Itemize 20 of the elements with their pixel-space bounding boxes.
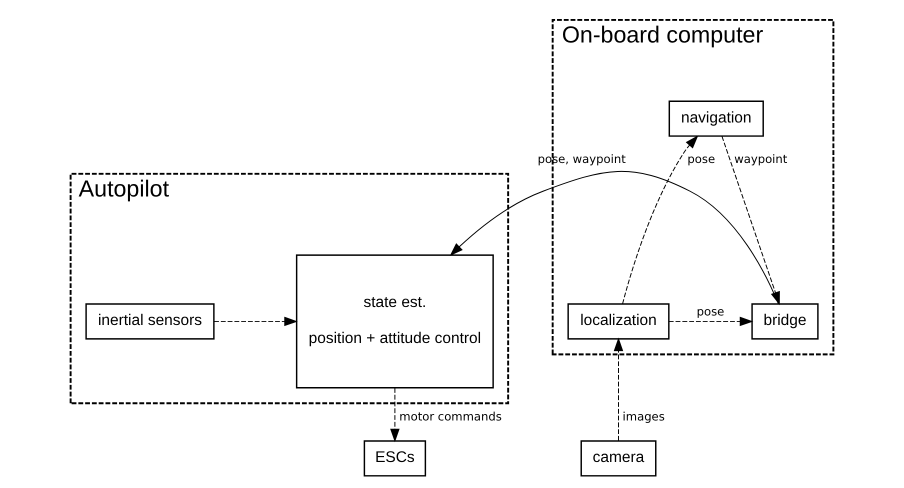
node-box: navigation [668, 100, 764, 137]
edge-label: waypoint [734, 152, 788, 166]
arrow [622, 135, 698, 304]
arrow [450, 170, 779, 304]
edge-label: motor commands [399, 409, 502, 424]
node-box: state est. position + attitude control [296, 254, 494, 388]
node-box: ESCs [364, 440, 426, 477]
node-box: camera [580, 440, 656, 477]
arrow [722, 136, 780, 306]
arrow [214, 316, 298, 326]
arrow [668, 316, 754, 326]
arrow [614, 338, 624, 442]
edge-label: pose [696, 304, 724, 318]
node-box: inertial sensors [85, 303, 215, 340]
node-box: localization [567, 303, 670, 340]
edge-label: pose [687, 152, 716, 166]
edge-label: pose, waypoint [538, 152, 626, 166]
edge-label: images [622, 409, 665, 424]
node-box: bridge [751, 303, 819, 340]
arrow [390, 387, 400, 442]
